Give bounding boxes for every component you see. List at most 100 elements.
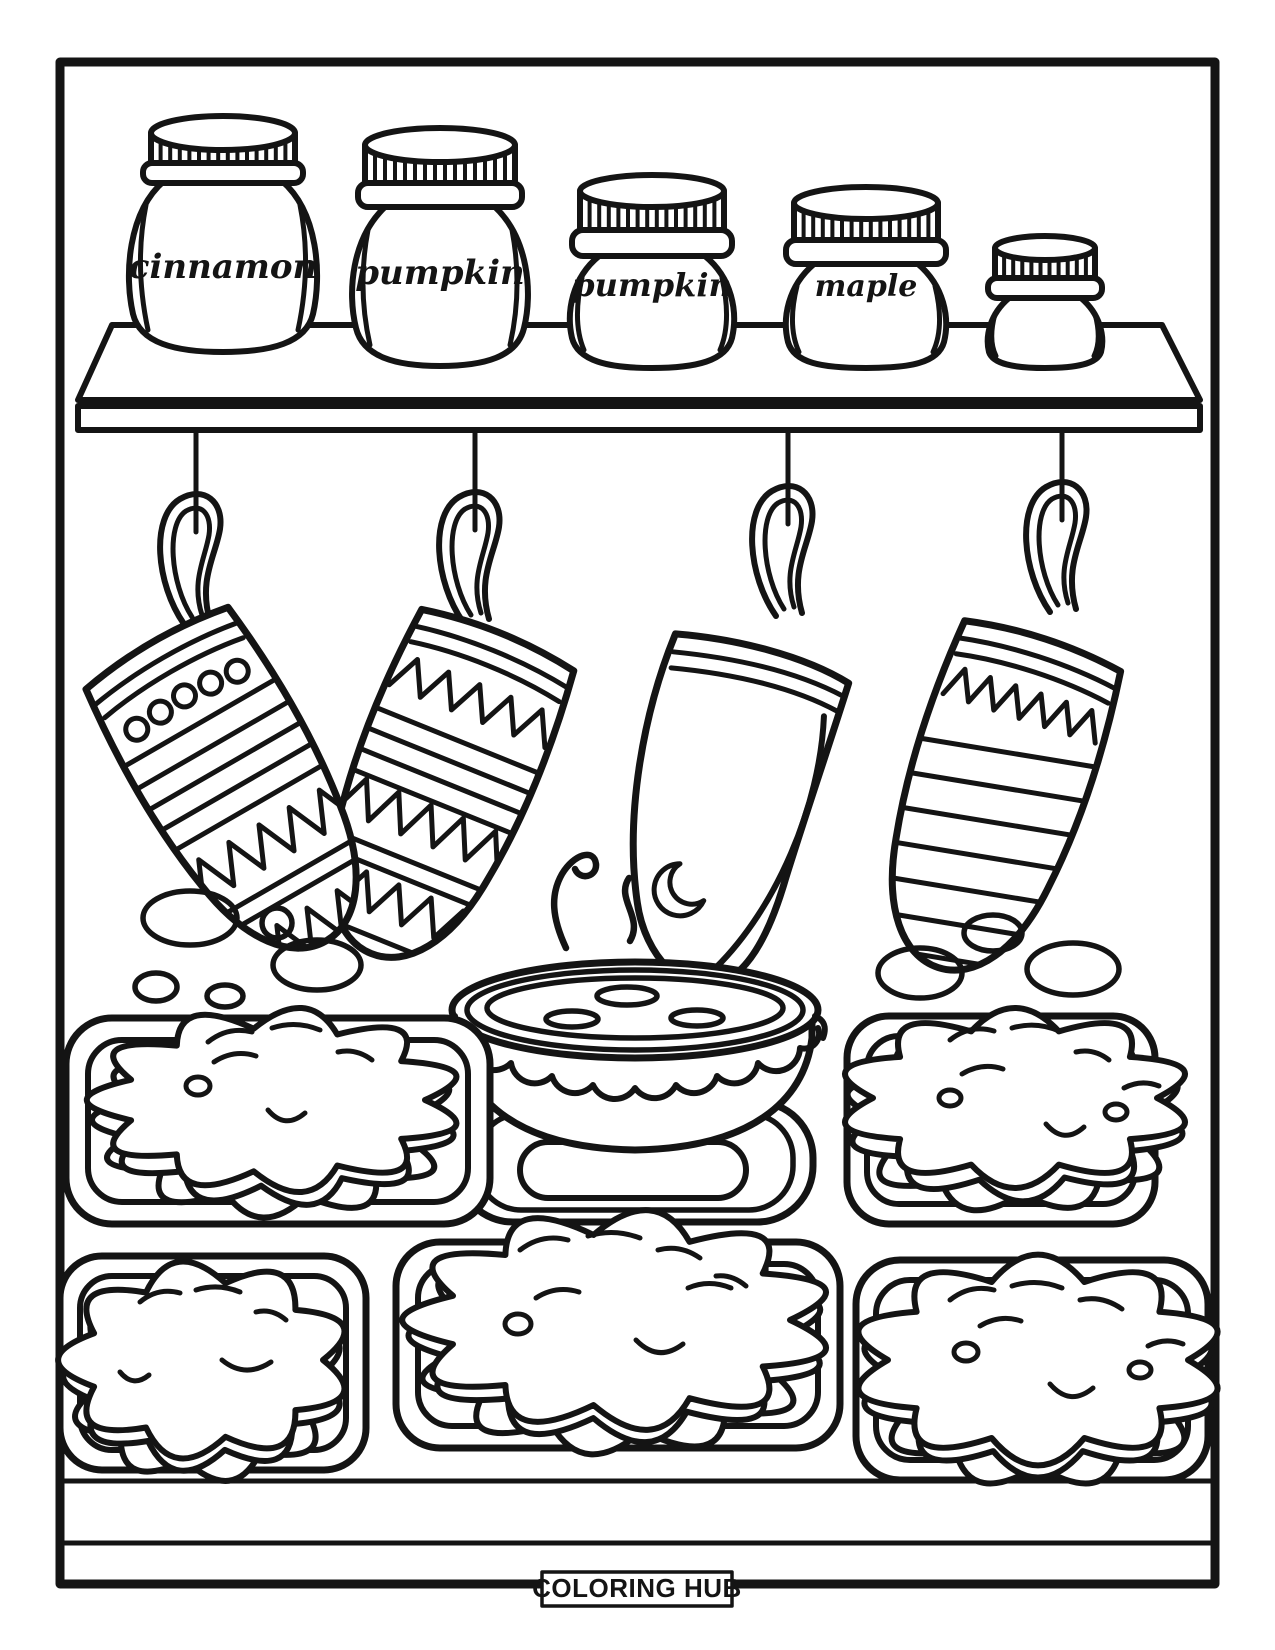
cookie-eye (183, 1074, 213, 1098)
cookie-face (947, 1280, 1186, 1399)
mitt-pattern (651, 649, 846, 971)
jar-lid-lip (140, 160, 306, 186)
jar-body (782, 261, 950, 371)
mitt-pattern (92, 620, 403, 986)
cookie-tray-row2-middle (392, 1207, 844, 1458)
cookie-tray-row1-left (62, 1004, 494, 1228)
jar-lid-ridges (587, 195, 717, 229)
pie-vent (668, 1007, 726, 1029)
cookie-smile (1047, 1381, 1096, 1399)
mitt-body (629, 630, 853, 990)
cookie-face (502, 1230, 749, 1355)
jar-maple: maple (782, 184, 950, 371)
loop-4 (1023, 479, 1090, 615)
cookie-face (117, 1284, 289, 1384)
steam (550, 851, 638, 952)
mitt-pattern (302, 623, 570, 968)
pie-vent (543, 1008, 601, 1030)
loop-1 (157, 491, 224, 627)
jar-lid-ridges (373, 149, 507, 183)
oven-mitt-circles (82, 603, 403, 986)
jar-lid-top (362, 125, 518, 165)
cookie-smile (265, 1107, 308, 1124)
badge-box (540, 1570, 734, 1608)
cookie (855, 1251, 1221, 1469)
pie-rim-mid (464, 967, 806, 1053)
jar-body (349, 204, 531, 369)
cookie-face (936, 1022, 1162, 1138)
jar-shine (574, 275, 730, 353)
jar-shine (138, 202, 308, 333)
loop-3 (749, 483, 816, 619)
cookie-texture (947, 1280, 1125, 1312)
pie-crust-scallops (447, 1025, 823, 1102)
cookie-brow (211, 1051, 259, 1065)
bubble (132, 970, 180, 1004)
cookie-eye (1102, 1101, 1130, 1123)
cookie-eye (951, 1340, 981, 1364)
cookie-eye-closed (633, 1337, 686, 1355)
badge-label: COLORING HUB (532, 1573, 742, 1603)
bubble (270, 937, 364, 993)
pie-vent (594, 984, 660, 1008)
mitt-body (82, 603, 360, 952)
cookie-brow (533, 1287, 582, 1301)
branding-badge: COLORING HUB (532, 1570, 742, 1608)
mitt-body (888, 617, 1125, 974)
pie-rim-lip-right (812, 1013, 828, 1041)
mitt-pattern (854, 635, 1118, 976)
jar-cinnamon: cinnamon (125, 113, 321, 355)
cookie-texture (137, 1284, 289, 1323)
bubble (140, 888, 240, 948)
jar-body (566, 253, 738, 371)
cookie-brow (977, 1315, 1186, 1349)
jar-lid-lip (985, 275, 1105, 301)
cookie-eye (1126, 1359, 1154, 1381)
oven-mitt-striped (854, 617, 1125, 976)
jar-label: pumpkin (572, 266, 731, 304)
jar-row: cinnamon pumpkin pumpkin (125, 113, 1106, 371)
jar-lid-top (992, 233, 1098, 263)
jar-label: cinnamon (129, 247, 317, 287)
cookie-tray-row2-right (852, 1251, 1221, 1487)
bubble (875, 945, 965, 1001)
shelf-front-face (75, 403, 1203, 433)
bubble (961, 912, 1025, 954)
cookie-smile (1043, 1121, 1087, 1138)
bubble (259, 905, 295, 941)
jar-lid-lip (569, 227, 735, 259)
jar-body (125, 178, 321, 355)
jar-lid-ridges (801, 207, 931, 240)
cookie-texture (947, 1022, 1112, 1063)
jar-body (984, 295, 1106, 371)
jar-lid-ridges (1002, 251, 1088, 278)
cookie-brow (685, 1281, 734, 1291)
cookie-eye-wink (117, 1369, 152, 1384)
pie-vents (543, 984, 726, 1030)
jar-shine (360, 227, 520, 348)
crescent-icon (651, 861, 707, 919)
jar-lid-top (791, 184, 941, 222)
jar-pumpkin-large: pumpkin (349, 125, 531, 369)
cookie-eye (502, 1311, 534, 1337)
cookie-texture (517, 1230, 749, 1289)
jar-pumpkin-medium: pumpkin (566, 172, 738, 371)
cookie (399, 1207, 829, 1433)
oven-mitt-zigzag (302, 605, 578, 968)
loop-2 (436, 489, 503, 625)
steam-swirl-right (621, 874, 638, 945)
jar-lid-top (148, 113, 298, 153)
jar-lid-top (577, 172, 727, 210)
jar-lid-lip (355, 180, 525, 210)
jar-shine (989, 311, 1101, 359)
cookie-eye (936, 1087, 964, 1109)
mitt-loops (157, 479, 1090, 627)
bubbles-left (132, 888, 364, 1010)
oven-mitt-plain (629, 630, 853, 990)
pie (442, 958, 828, 1226)
cookie-brow (959, 1063, 1162, 1091)
bubble (204, 982, 246, 1010)
pie-filling-edge (484, 975, 786, 1041)
jar-label: maple (815, 269, 918, 304)
